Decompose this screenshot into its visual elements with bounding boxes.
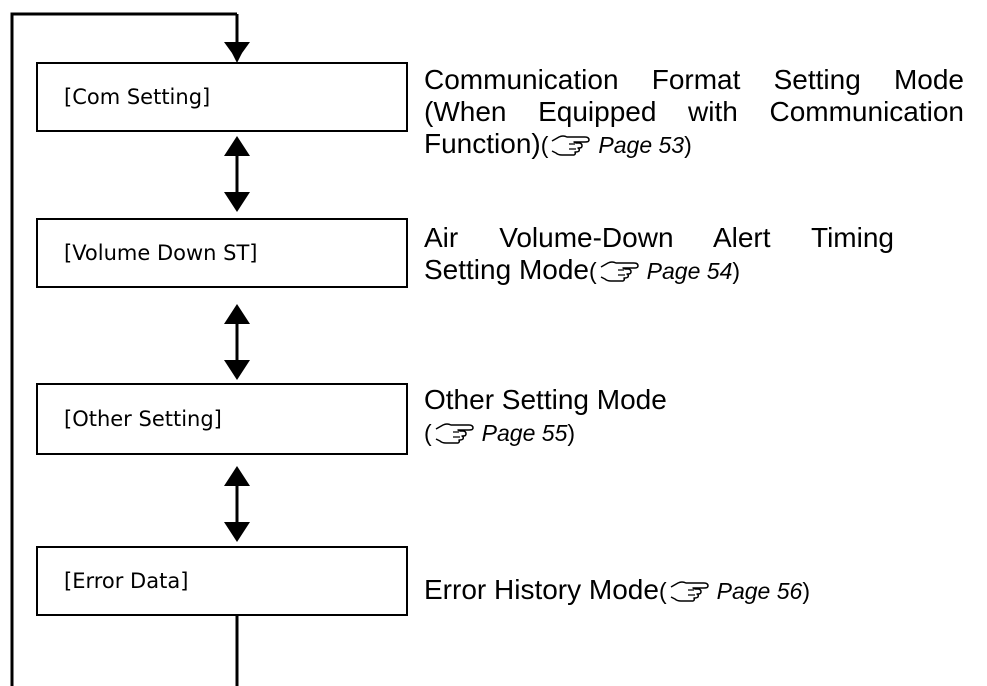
page-ref-link[interactable]: Page 56 <box>716 578 803 604</box>
return-loop-line <box>10 12 237 686</box>
pointing-hand-icon <box>669 577 711 609</box>
mode-label: [Other Setting] <box>64 407 222 431</box>
open-paren: ( <box>424 420 432 446</box>
close-paren: ) <box>567 420 576 446</box>
open-paren: ( <box>589 258 597 284</box>
double-arrow-3 <box>224 466 250 542</box>
desc-line-last: Function)( Page 53) <box>424 128 964 163</box>
open-paren: ( <box>658 578 667 604</box>
close-paren: ) <box>802 578 810 604</box>
close-paren: ) <box>684 132 692 158</box>
pointing-hand-icon <box>550 131 592 163</box>
mode-box-volume-down-st: [Volume Down ST] <box>36 218 408 288</box>
desc-other-setting: Other Setting Mode ( Page 55) <box>424 384 894 451</box>
page-ref-link[interactable]: Page 53 <box>598 132 685 158</box>
desc-line: Air Volume-Down Alert Timing <box>424 222 894 253</box>
desc-line-last: ( Page 55) <box>424 416 894 451</box>
mode-box-other-setting: [Other Setting] <box>36 383 408 455</box>
desc-volume-down-st: Air Volume-Down Alert Timing Setting Mod… <box>424 222 894 289</box>
page-ref-link[interactable]: Page 55 <box>481 420 568 446</box>
pointing-hand-icon <box>599 257 641 289</box>
desc-line: Other Setting Mode <box>424 384 667 415</box>
mode-box-error-data: [Error Data] <box>36 546 408 616</box>
desc-error-data: Error History Mode( Page 56) <box>424 574 944 609</box>
double-arrow-1 <box>224 136 250 212</box>
page-ref-link[interactable]: Page 54 <box>646 258 733 284</box>
entry-arrowhead <box>224 42 250 60</box>
mode-label: [Error Data] <box>64 569 189 593</box>
pointing-hand-icon <box>434 419 476 451</box>
desc-com-setting: Communication Format Setting Mode (When … <box>424 64 964 163</box>
desc-last-text: Function) <box>424 128 541 159</box>
desc-line: Communication Format Setting Mode <box>424 64 964 95</box>
close-paren: ) <box>732 258 741 284</box>
double-arrow-2 <box>224 304 250 380</box>
mode-label: [Com Setting] <box>64 85 211 109</box>
desc-last-text: Setting Mode <box>424 254 589 285</box>
desc-line-last: Setting Mode( Page 54) <box>424 254 894 289</box>
desc-last-text: Error History Mode <box>424 574 659 605</box>
open-paren: ( <box>540 132 549 158</box>
desc-line: (When Equipped with Communication <box>424 96 964 127</box>
mode-label: [Volume Down ST] <box>64 241 258 265</box>
mode-box-com-setting: [Com Setting] <box>36 62 408 132</box>
desc-line-last: Error History Mode( Page 56) <box>424 574 944 609</box>
